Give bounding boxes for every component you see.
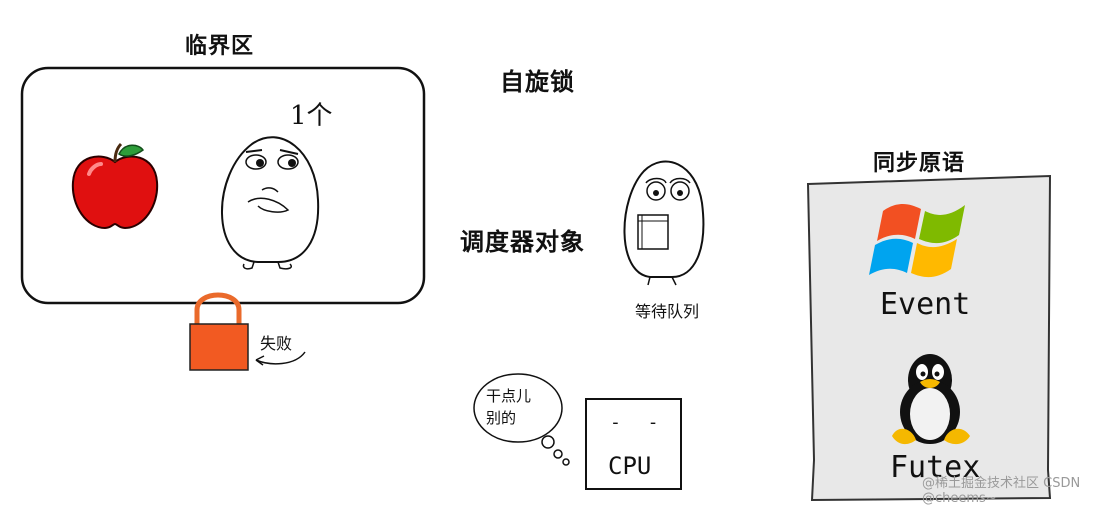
cpu-box — [585, 398, 682, 490]
linux-tux-icon — [892, 354, 970, 445]
cpu-face: - - — [610, 412, 667, 433]
spinlock-title: 自旋锁 — [500, 68, 575, 96]
apple-icon — [71, 142, 159, 230]
cpu-label: CPU — [608, 452, 652, 480]
thought-bubble — [473, 373, 570, 466]
critical-section-title: 临界区 — [185, 34, 255, 59]
sync-paper-card — [806, 174, 1052, 502]
lock-fail-label: 失败 — [260, 334, 293, 353]
sync-title: 同步原语 — [873, 151, 966, 176]
linux-futex-label: Futex — [890, 450, 981, 485]
egg-character-thinking — [221, 136, 320, 270]
windows-event-label: Event — [880, 287, 971, 322]
cpu-thought-text: 干点儿别的 — [486, 387, 532, 427]
scheduler-title: 调度器对象 — [460, 228, 585, 256]
fail-arrow — [255, 351, 306, 366]
watermark: @稀土掘金技术社区 CSDN @cheems~ — [922, 476, 1081, 506]
lock-icon — [189, 292, 249, 371]
scheduler-queue-label: 等待队列 — [635, 302, 700, 321]
windows-logo-icon — [869, 204, 965, 278]
critical-section-count: 1个 — [290, 101, 333, 131]
egg-character-reading — [623, 160, 705, 286]
